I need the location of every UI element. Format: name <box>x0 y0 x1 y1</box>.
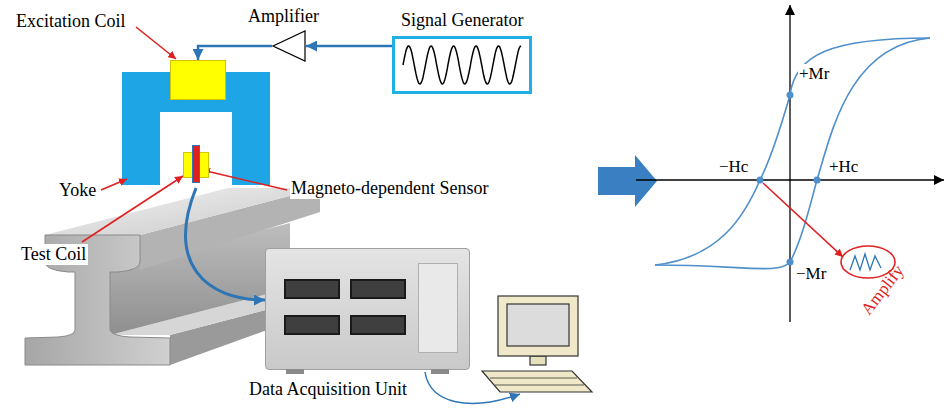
part-label: Yoke <box>58 180 97 201</box>
computer <box>482 296 592 392</box>
big-arrow <box>598 155 657 207</box>
display-panel <box>418 263 458 353</box>
sine-wave <box>395 39 529 91</box>
node-label: Amplifier <box>248 6 319 27</box>
magneto-dependent-sensor <box>192 145 200 183</box>
axis-value: +Mr <box>798 64 830 84</box>
node-label: Data Acquisition Unit <box>249 379 407 400</box>
node-label: Excitation Coil <box>16 11 126 32</box>
input-slot <box>284 315 340 335</box>
node-label: Test Coil <box>19 244 88 265</box>
input-slot <box>350 315 406 335</box>
part-label: Magneto-dependent Sensor <box>290 178 489 199</box>
axis-value: −Hc <box>718 157 749 177</box>
signal-connector <box>306 45 392 48</box>
excitation-coil: Excitation Coil <box>170 60 226 100</box>
axis-value: +Hc <box>828 157 859 177</box>
input-slot <box>284 279 340 299</box>
data-acquisition-unit: Data Acquisition Unit <box>265 248 470 370</box>
axis-value: −Mr <box>795 264 827 284</box>
unit-foot <box>286 369 304 374</box>
signal-connector <box>186 188 265 300</box>
signal-generator-box: Signal Generator <box>392 36 532 94</box>
hysteresis-plot <box>636 5 944 322</box>
node-label: Signal Generator <box>401 10 523 31</box>
leader-lines <box>82 27 287 242</box>
input-slot <box>350 279 406 299</box>
signal-connector <box>198 46 272 60</box>
callout-text: Amplify <box>857 261 909 320</box>
amplifier-symbol <box>272 30 306 62</box>
test-coil: Test Coil <box>183 152 209 178</box>
amplifier-triangle: Amplifier <box>272 30 306 62</box>
unit-foot <box>431 369 449 374</box>
